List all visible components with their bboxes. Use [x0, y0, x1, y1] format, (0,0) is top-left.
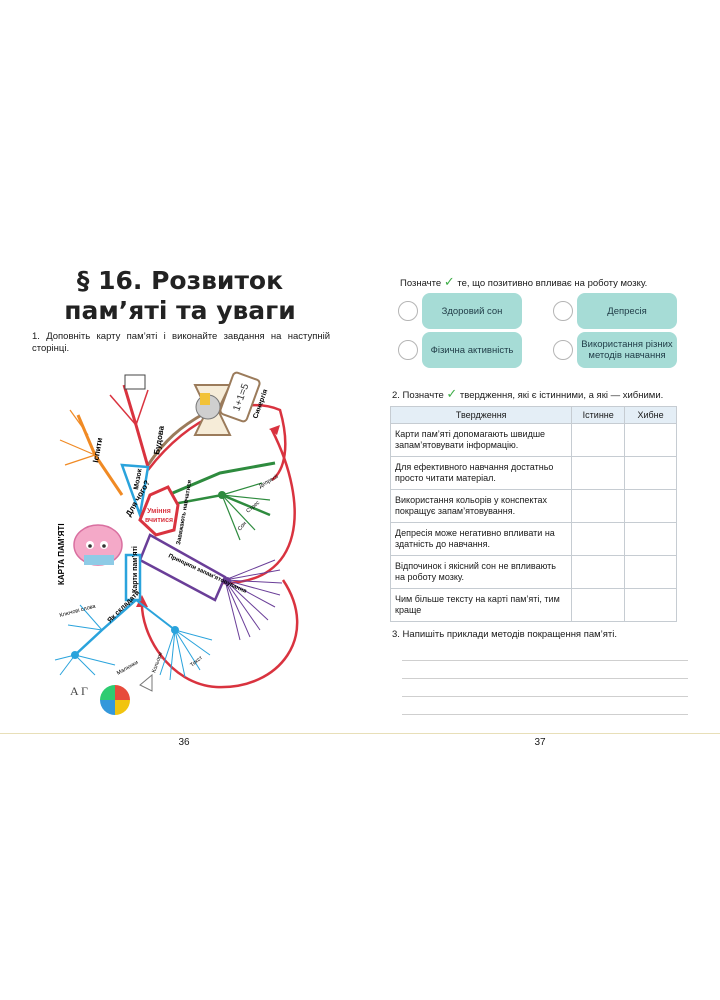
option-different-methods[interactable]: Використання різних методів навчання [553, 332, 677, 368]
envelope-icon [139, 673, 153, 692]
header-true: Істинне [571, 406, 626, 424]
true-false-table: Твердження Істинне Хибне Карти пам’яті д… [389, 406, 677, 622]
option-label: Використання різних методів навчання [577, 332, 677, 368]
true-cell[interactable] [571, 489, 626, 523]
answer-line[interactable] [402, 660, 688, 661]
leaf-colors: Кольори [151, 652, 164, 674]
false-cell[interactable] [624, 588, 677, 622]
page-title: § 16. Розвиток пам’яті та уваги [0, 266, 360, 326]
true-cell[interactable] [571, 423, 626, 457]
title-line-2: пам’яті та уваги [64, 296, 296, 325]
task-1-instruction: 1. Доповніть карту пам’яті і виконайте з… [32, 331, 330, 354]
option-label: Депресія [577, 293, 677, 329]
arrow-head-bottom [136, 595, 148, 607]
brain-icon [73, 524, 123, 566]
leaf-sleep: Сон [237, 521, 248, 533]
arrow-curve-top [147, 403, 287, 481]
header-statement: Твердження [389, 406, 573, 424]
page-number-left: 36 [178, 737, 190, 748]
center-node [138, 485, 180, 537]
answer-line[interactable] [402, 678, 688, 679]
right-page: Позначте ✓ те, що позитивно впливає на р… [360, 0, 720, 1000]
center-label-line-1: Уміння [147, 507, 171, 515]
left-page: § 16. Розвиток пам’яті та уваги 1. Допов… [0, 266, 360, 748]
leaf-stress: Стрес [245, 500, 261, 515]
statement-cell: Відпочинок і якісний сон не впливають на… [389, 555, 573, 589]
option-physical-activity[interactable]: Фізична активність [398, 332, 522, 368]
statement-cell: Карти пам’яті допомагають швидше запам’я… [389, 423, 573, 457]
false-cell[interactable] [624, 522, 677, 556]
table-row: Чим більше тексту на карті пам’яті, тим … [389, 588, 677, 622]
option-label: Фізична активність [422, 332, 522, 368]
false-cell[interactable] [624, 456, 677, 490]
arrow-curve-bottom [140, 579, 299, 689]
true-cell[interactable] [571, 522, 626, 556]
checkmark-icon: ✓ [446, 386, 458, 401]
memory-mindmap: 1+1=5 Синергія Будова Іспити Для чого? М… [54, 371, 299, 715]
arrow-curve-right [219, 429, 296, 585]
false-cell[interactable] [624, 423, 677, 457]
task-positive-instruction: Позначте ✓ те, що позитивно впливає на р… [400, 274, 648, 289]
option-depression[interactable]: Депресія [553, 293, 677, 329]
statement-cell: Чим більше тексту на карті пам’яті, тим … [389, 588, 573, 622]
true-cell[interactable] [571, 588, 626, 622]
checkmark-icon: ✓ [443, 274, 455, 289]
table-row: Використання кольорів у конспектах покра… [389, 489, 677, 523]
table-row: Карти пам’яті допомагають швидше запам’я… [389, 423, 677, 457]
leaf-depression: Депресії [258, 474, 280, 490]
page-number-right: 37 [534, 737, 546, 748]
mindmap-side-title: КАРТА ПАМ’ЯТІ [57, 523, 66, 585]
leaf-keywords: Ключові слова [59, 603, 97, 619]
option-healthy-sleep[interactable]: Здоровий сон [398, 293, 522, 329]
title-line-1: § 16. Розвиток [76, 266, 284, 295]
false-cell[interactable] [624, 555, 677, 589]
arrow-head-right [269, 425, 280, 435]
option-checkbox[interactable] [398, 340, 418, 360]
statement-cell: Депресія може негативно впливати на здат… [389, 522, 573, 556]
leaf-pictures: Малюнки [116, 660, 139, 677]
branch-exams-label: Іспити [91, 437, 104, 464]
table-row: Для ефективного навчання достатньо прост… [389, 456, 677, 490]
option-label: Здоровий сон [422, 293, 522, 329]
task-2-instruction: 2. Позначте ✓ твердження, які є істинним… [392, 386, 664, 401]
option-checkbox[interactable] [398, 301, 418, 321]
branch-memory-map-label: Карти пам’яті [131, 546, 139, 593]
monitor-icon [124, 374, 146, 390]
letters-decoration: A Г [70, 684, 88, 698]
bulb-icon [200, 393, 210, 405]
table-row: Депресія може негативно впливати на здат… [389, 522, 677, 556]
header-false: Хибне [624, 406, 677, 424]
center-label-line-2: вчитися [145, 517, 173, 524]
option-checkbox[interactable] [553, 340, 573, 360]
table-row: Відпочинок і якісний сон не впливають на… [389, 555, 677, 589]
statement-cell: Використання кольорів у конспектах покра… [389, 489, 573, 523]
true-cell[interactable] [571, 555, 626, 589]
task-3-instruction: 3. Напишіть приклади методів покращення … [392, 629, 618, 640]
true-cell[interactable] [571, 456, 626, 490]
color-wheel-icon [100, 685, 130, 715]
option-checkbox[interactable] [553, 301, 573, 321]
statement-cell: Для ефективного навчання достатньо прост… [389, 456, 573, 490]
page-bottom-rule [0, 733, 720, 734]
branch-brain-label: Мозок [133, 468, 144, 490]
answer-line[interactable] [402, 714, 688, 715]
false-cell[interactable] [624, 489, 677, 523]
answer-line[interactable] [402, 696, 688, 697]
